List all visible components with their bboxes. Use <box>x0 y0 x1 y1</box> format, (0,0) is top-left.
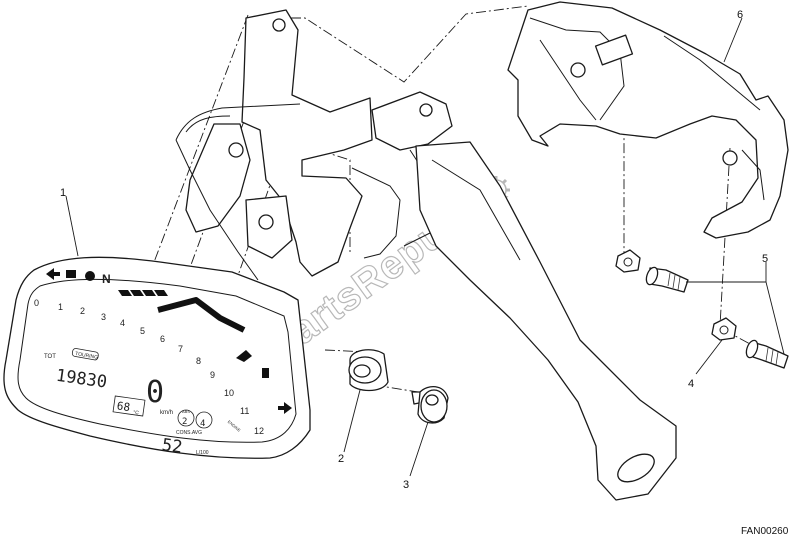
speed-value: 0 <box>146 375 164 410</box>
warning-icons: N <box>46 268 292 414</box>
instrument-cover <box>507 1 789 239</box>
temperature-box: 68 °C <box>112 395 146 417</box>
rubber-mount <box>411 386 449 424</box>
rpm-tick-1: 1 <box>58 302 63 312</box>
callout-4: 4 <box>688 378 694 390</box>
oil-icon <box>85 271 95 281</box>
screws <box>645 266 789 369</box>
temperature-unit: °C <box>133 410 140 417</box>
dtc-level: 4 <box>200 419 205 429</box>
rpm-tick-9: 9 <box>210 370 215 380</box>
rpm-tick-2: 2 <box>80 306 85 316</box>
leader-lines <box>65 17 785 477</box>
washers <box>615 249 737 341</box>
rpm-tick-8: 8 <box>196 356 201 366</box>
callout-5: 5 <box>762 253 768 265</box>
dtc-indicator <box>195 411 213 429</box>
rpm-tick-6: 6 <box>160 334 165 344</box>
consumption-unit: L/100 <box>196 450 209 456</box>
side-bracket <box>415 141 677 501</box>
speed-unit: km/h <box>160 410 173 416</box>
riding-mode: TOURING <box>75 351 99 361</box>
engine-temp-icon <box>236 350 252 362</box>
grommet <box>348 349 389 392</box>
fuel-icon <box>262 368 269 378</box>
rpm-scale: 0 1 2 3 4 5 6 7 8 9 10 11 12 <box>34 298 264 436</box>
mounting-bracket <box>175 9 453 281</box>
shift-light-bar <box>118 290 168 296</box>
callout-1: 1 <box>60 187 66 199</box>
right-turn-indicator-icon <box>278 402 292 414</box>
consumption-value: 52 <box>161 435 184 458</box>
abs-indicator <box>177 409 195 427</box>
abs-label: ABS <box>182 409 190 414</box>
rpm-tick-12: 12 <box>254 426 264 436</box>
rpm-tick-10: 10 <box>224 388 234 398</box>
rpm-tick-0: 0 <box>34 298 39 308</box>
rpm-tick-11: 11 <box>240 406 249 416</box>
rpm-arc <box>157 297 246 333</box>
instrument-panel: N 0 1 2 3 4 5 6 7 8 9 10 11 12 TOT TOUR <box>3 256 311 459</box>
odometer-label: TOT <box>44 354 56 360</box>
drawing-code: FAN00260 <box>741 526 789 537</box>
left-turn-indicator-icon <box>46 268 60 280</box>
abs-level: 2 <box>182 417 187 427</box>
rpm-tick-5: 5 <box>140 326 145 336</box>
callout-3: 3 <box>403 479 409 491</box>
callout-6: 6 <box>737 9 743 21</box>
gear-indicator: N <box>102 272 111 286</box>
rpm-tick-7: 7 <box>178 344 183 354</box>
low-beam-icon <box>66 270 76 278</box>
consumption-label: CONS.AVG <box>176 430 202 436</box>
rpm-tick-3: 3 <box>101 312 106 322</box>
rpm-tick-4: 4 <box>120 318 125 328</box>
callout-labels: 1 2 3 4 5 6 <box>60 9 768 491</box>
riding-mode-badge <box>71 348 99 361</box>
callout-2: 2 <box>338 453 344 465</box>
temperature-value: 68 <box>116 399 131 414</box>
